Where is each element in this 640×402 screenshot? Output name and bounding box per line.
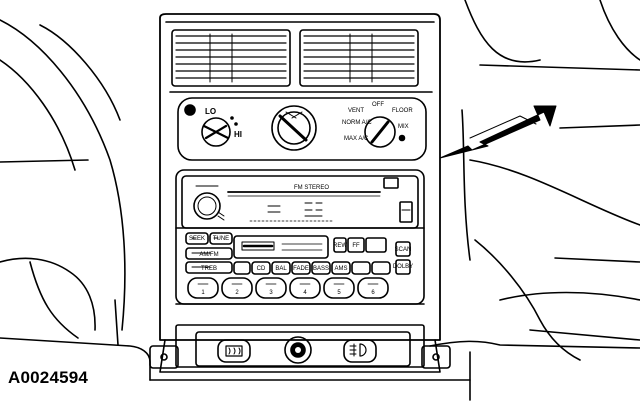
function-button[interactable] — [311, 261, 331, 275]
fan-lo-label: LO — [205, 107, 216, 116]
function-label: CD — [257, 266, 266, 272]
figure-id: A0024594 — [8, 368, 89, 387]
tape-ff-button[interactable] — [347, 237, 365, 253]
function-button[interactable] — [251, 261, 271, 275]
lower-switch-panel — [195, 331, 411, 367]
fog-lamp-switch[interactable] — [343, 339, 377, 363]
preset-button[interactable] — [357, 277, 389, 299]
defrost-icon — [228, 347, 241, 355]
function-button[interactable] — [351, 261, 371, 275]
tape-buttons — [333, 237, 411, 275]
scan-label: SCAN — [395, 247, 412, 253]
hazard-switch[interactable] — [284, 336, 312, 364]
fan-icon — [184, 104, 196, 116]
fan-speed-knob[interactable]: LO HI — [184, 104, 242, 147]
function-label: BASS — [313, 266, 329, 272]
mode-off-label: OFF — [372, 102, 384, 108]
preset-label: 5 — [337, 290, 341, 296]
preset-label: 1 — [201, 290, 205, 296]
scan-button[interactable] — [395, 241, 411, 257]
function-buttons — [233, 261, 391, 275]
mode-knob[interactable]: VENT OFF FLOOR NORM A/C MAX A/C MIX — [342, 102, 413, 148]
bass-treb-button[interactable] — [185, 261, 233, 274]
mode-max-ac-label: MAX A/C — [344, 136, 369, 142]
radio-unit — [175, 169, 425, 305]
preset-label: 2 — [235, 290, 239, 296]
mode-norm-ac-label: NORM A/C — [342, 120, 372, 126]
tape-rew-button[interactable] — [333, 237, 347, 253]
fan-hi-label: HI — [234, 130, 242, 139]
function-label: DOLBY — [393, 264, 413, 270]
mode-vent-label: VENT — [348, 108, 364, 114]
tune-button[interactable] — [185, 247, 233, 260]
air-vents — [171, 29, 419, 87]
tape-label: FF — [352, 243, 360, 249]
function-label: TUNE — [213, 236, 229, 242]
seek-down-button[interactable] — [185, 232, 209, 245]
tape-eject-button[interactable] — [365, 237, 387, 253]
center-stack-bezel — [149, 13, 451, 373]
preset-label: 6 — [371, 290, 375, 296]
mode-mix-label: MIX — [398, 124, 409, 130]
function-button[interactable] — [331, 261, 351, 275]
function-button[interactable] — [371, 261, 391, 275]
fog-lamp-icon — [359, 343, 367, 357]
function-label: FADE — [293, 266, 309, 272]
preset-label: 4 — [303, 290, 307, 296]
function-label: AM/FM — [199, 252, 218, 258]
dolby-button[interactable] — [395, 259, 411, 275]
tape-label: REW — [333, 243, 347, 249]
seek-up-button[interactable] — [209, 232, 233, 245]
function-label: TREB — [201, 266, 217, 272]
function-button[interactable] — [233, 261, 251, 275]
preset-button[interactable] — [221, 277, 253, 299]
radio-display-text: FM STEREO — [294, 185, 329, 191]
preset-label: 3 — [269, 290, 273, 296]
function-label: BAL — [275, 266, 287, 272]
preset-button[interactable] — [255, 277, 287, 299]
climate-control-panel — [177, 97, 427, 161]
preset-button[interactable] — [323, 277, 355, 299]
cassette-door[interactable] — [233, 235, 329, 259]
preset-button[interactable] — [289, 277, 321, 299]
temperature-knob[interactable] — [271, 105, 317, 151]
rear-defrost-switch[interactable] — [217, 339, 251, 363]
radio-left-buttons — [185, 232, 233, 274]
mode-floor-label: FLOOR — [392, 108, 413, 114]
function-label: SEEK — [189, 236, 205, 242]
cd-display-area: FM STEREO — [227, 177, 413, 223]
preset-button[interactable] — [187, 277, 219, 299]
volume-knob[interactable] — [193, 185, 225, 221]
function-button[interactable] — [271, 261, 291, 275]
function-button[interactable] — [291, 261, 311, 275]
function-label: AMS — [334, 266, 347, 272]
preset-buttons — [187, 277, 389, 299]
pointer-arrow — [439, 105, 557, 159]
